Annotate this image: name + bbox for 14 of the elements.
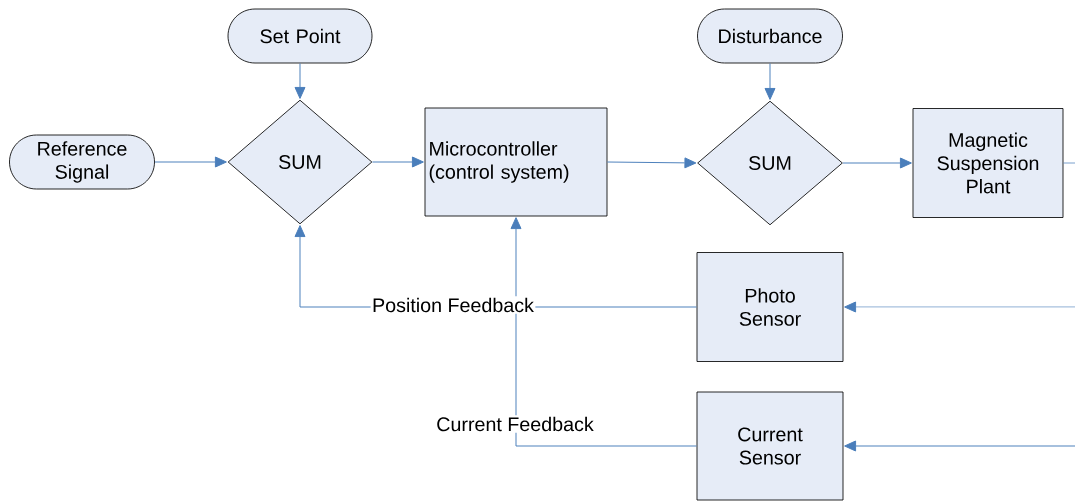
edge-label: Current Feedback bbox=[434, 415, 596, 433]
arrow bbox=[764, 62, 776, 100]
process-box: Photo Sensor bbox=[696, 252, 844, 362]
edge-label: Position Feedback bbox=[370, 296, 536, 314]
process-box: Magnetic Suspension Plant bbox=[912, 108, 1064, 218]
process-box: Current Sensor bbox=[696, 391, 844, 501]
arrow bbox=[606, 157, 697, 169]
arrow bbox=[294, 62, 306, 99]
arrow bbox=[371, 156, 424, 168]
arrow bbox=[510, 217, 698, 447]
arrow bbox=[844, 440, 1075, 452]
process-box: Microcontroller (control system) bbox=[424, 107, 608, 217]
arrow bbox=[154, 156, 227, 168]
arrow bbox=[842, 157, 912, 169]
